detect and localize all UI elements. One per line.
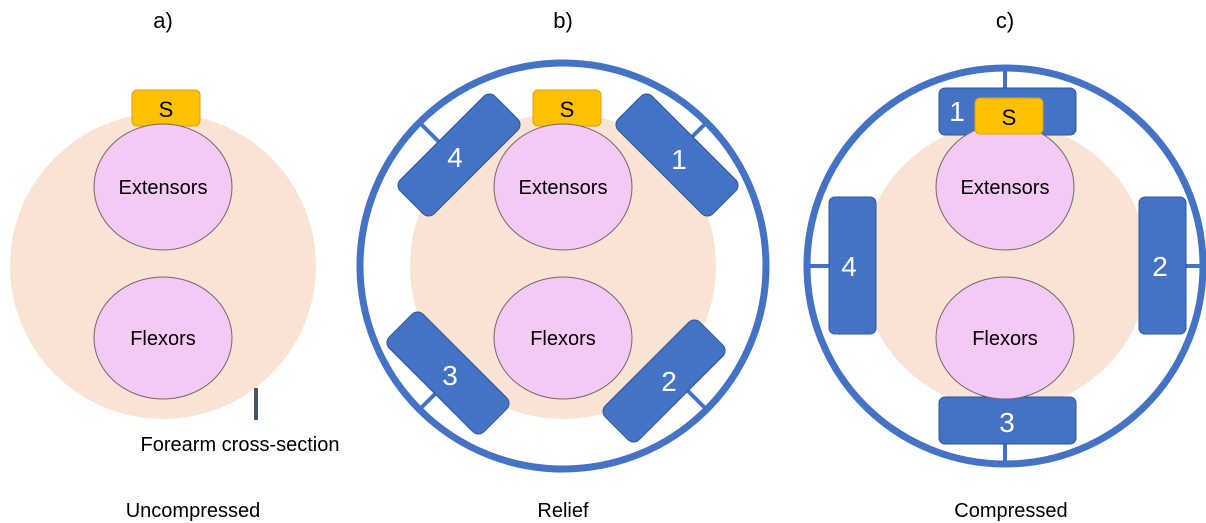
flexors-label: Flexors [972, 328, 1038, 350]
pad-4 [828, 196, 877, 335]
forearm-cross-section [410, 113, 716, 419]
pad-4-label: 4 [841, 251, 857, 282]
panel-c-caption: Compressed [954, 500, 1067, 522]
flexors-muscle [493, 276, 633, 400]
sensor-label: S [159, 97, 174, 122]
sensor-label: S [1002, 105, 1017, 130]
pad-4-label: 4 [447, 142, 463, 173]
flexors-label: Flexors [530, 328, 596, 350]
forearm-cross-section [862, 123, 1148, 409]
pad-3 [386, 311, 510, 435]
panel-b-caption: Relief [537, 500, 589, 522]
sensor [974, 97, 1044, 135]
pad-3-label: 3 [999, 407, 1015, 438]
pad-1-label: 1 [949, 96, 965, 127]
flexors-label: Flexors [130, 328, 196, 350]
forearm-cross-section-annotation: Forearm cross-section [141, 434, 340, 456]
extensors-label: Extensors [119, 177, 208, 199]
panel-a-caption: Uncompressed [126, 500, 261, 522]
panel-c-label: c) [996, 8, 1014, 33]
pad-4 [397, 93, 521, 217]
pad-1 [615, 93, 739, 217]
forearm-cross-section [10, 113, 316, 419]
pad-2 [602, 319, 726, 443]
extensors-muscle [93, 123, 233, 251]
pad-2 [1138, 196, 1187, 335]
pad-3-label: 3 [442, 360, 458, 391]
pad-1-label: 1 [671, 144, 687, 175]
compression-ring [356, 59, 770, 473]
pad-2-label: 2 [661, 366, 677, 397]
extensors-label: Extensors [961, 177, 1050, 199]
extensors-label: Extensors [519, 177, 608, 199]
panel-b: b) 4 1 3 2 S Extensors Flexors Rel [356, 8, 770, 522]
flexors-muscle [935, 276, 1075, 400]
panel-c: c) 1 3 4 2 Extensors Flexors S Compresse… [803, 8, 1206, 522]
sensor-label: S [560, 97, 575, 122]
panel-a-label: a) [153, 8, 173, 33]
panel-a: a) S Extensors Flexors Forearm cross-sec… [10, 8, 339, 522]
extensors-muscle [493, 123, 633, 251]
panel-b-label: b) [553, 8, 573, 33]
flexors-muscle [93, 276, 233, 400]
pad-2-label: 2 [1152, 251, 1168, 282]
